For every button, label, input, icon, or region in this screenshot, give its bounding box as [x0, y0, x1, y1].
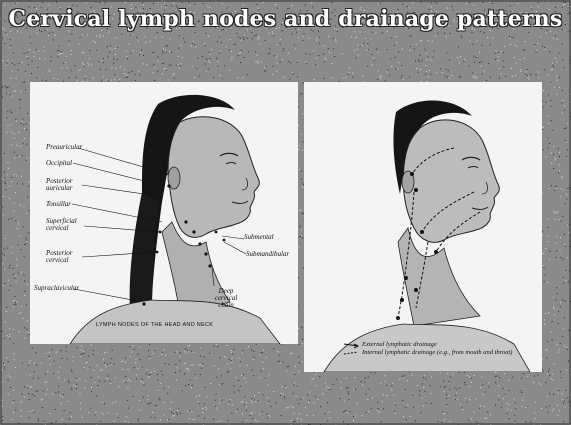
drainage-illustration [304, 82, 542, 372]
label-posterior-cervical: Posterior cervical [46, 250, 86, 264]
label-preauricular: Preauricular [46, 144, 82, 151]
label-deep-cervical-chain: Deep cervical chain [208, 288, 244, 309]
label-tonsillar: Tonsillar [46, 201, 71, 208]
label-posterior-auricular: Posterior auricular [46, 178, 86, 192]
figure-caption: LYMPH NODES OF THE HEAD AND NECK [96, 322, 213, 328]
label-submandibular: Submandibular [246, 251, 289, 258]
lymph-nodes-illustration [30, 82, 298, 344]
label-superficial-cervical: Superficial cervical [46, 218, 88, 232]
label-occipital: Occipital [46, 160, 72, 167]
slide-title: Cervical lymph nodes and drainage patter… [0, 6, 571, 32]
label-submental: Submental [244, 234, 274, 241]
label-supraclavicular: Supraclavicular [34, 285, 79, 292]
legend-external-drainage: External lymphatic drainage [362, 341, 437, 348]
drainage-patterns-figure: External lymphatic drainage Internal lym… [304, 82, 542, 372]
lymph-nodes-figure: Preauricular Occipital Posterior auricul… [30, 82, 298, 344]
legend-internal-drainage: Internal lymphatic drainage (e.g., from … [362, 349, 512, 356]
